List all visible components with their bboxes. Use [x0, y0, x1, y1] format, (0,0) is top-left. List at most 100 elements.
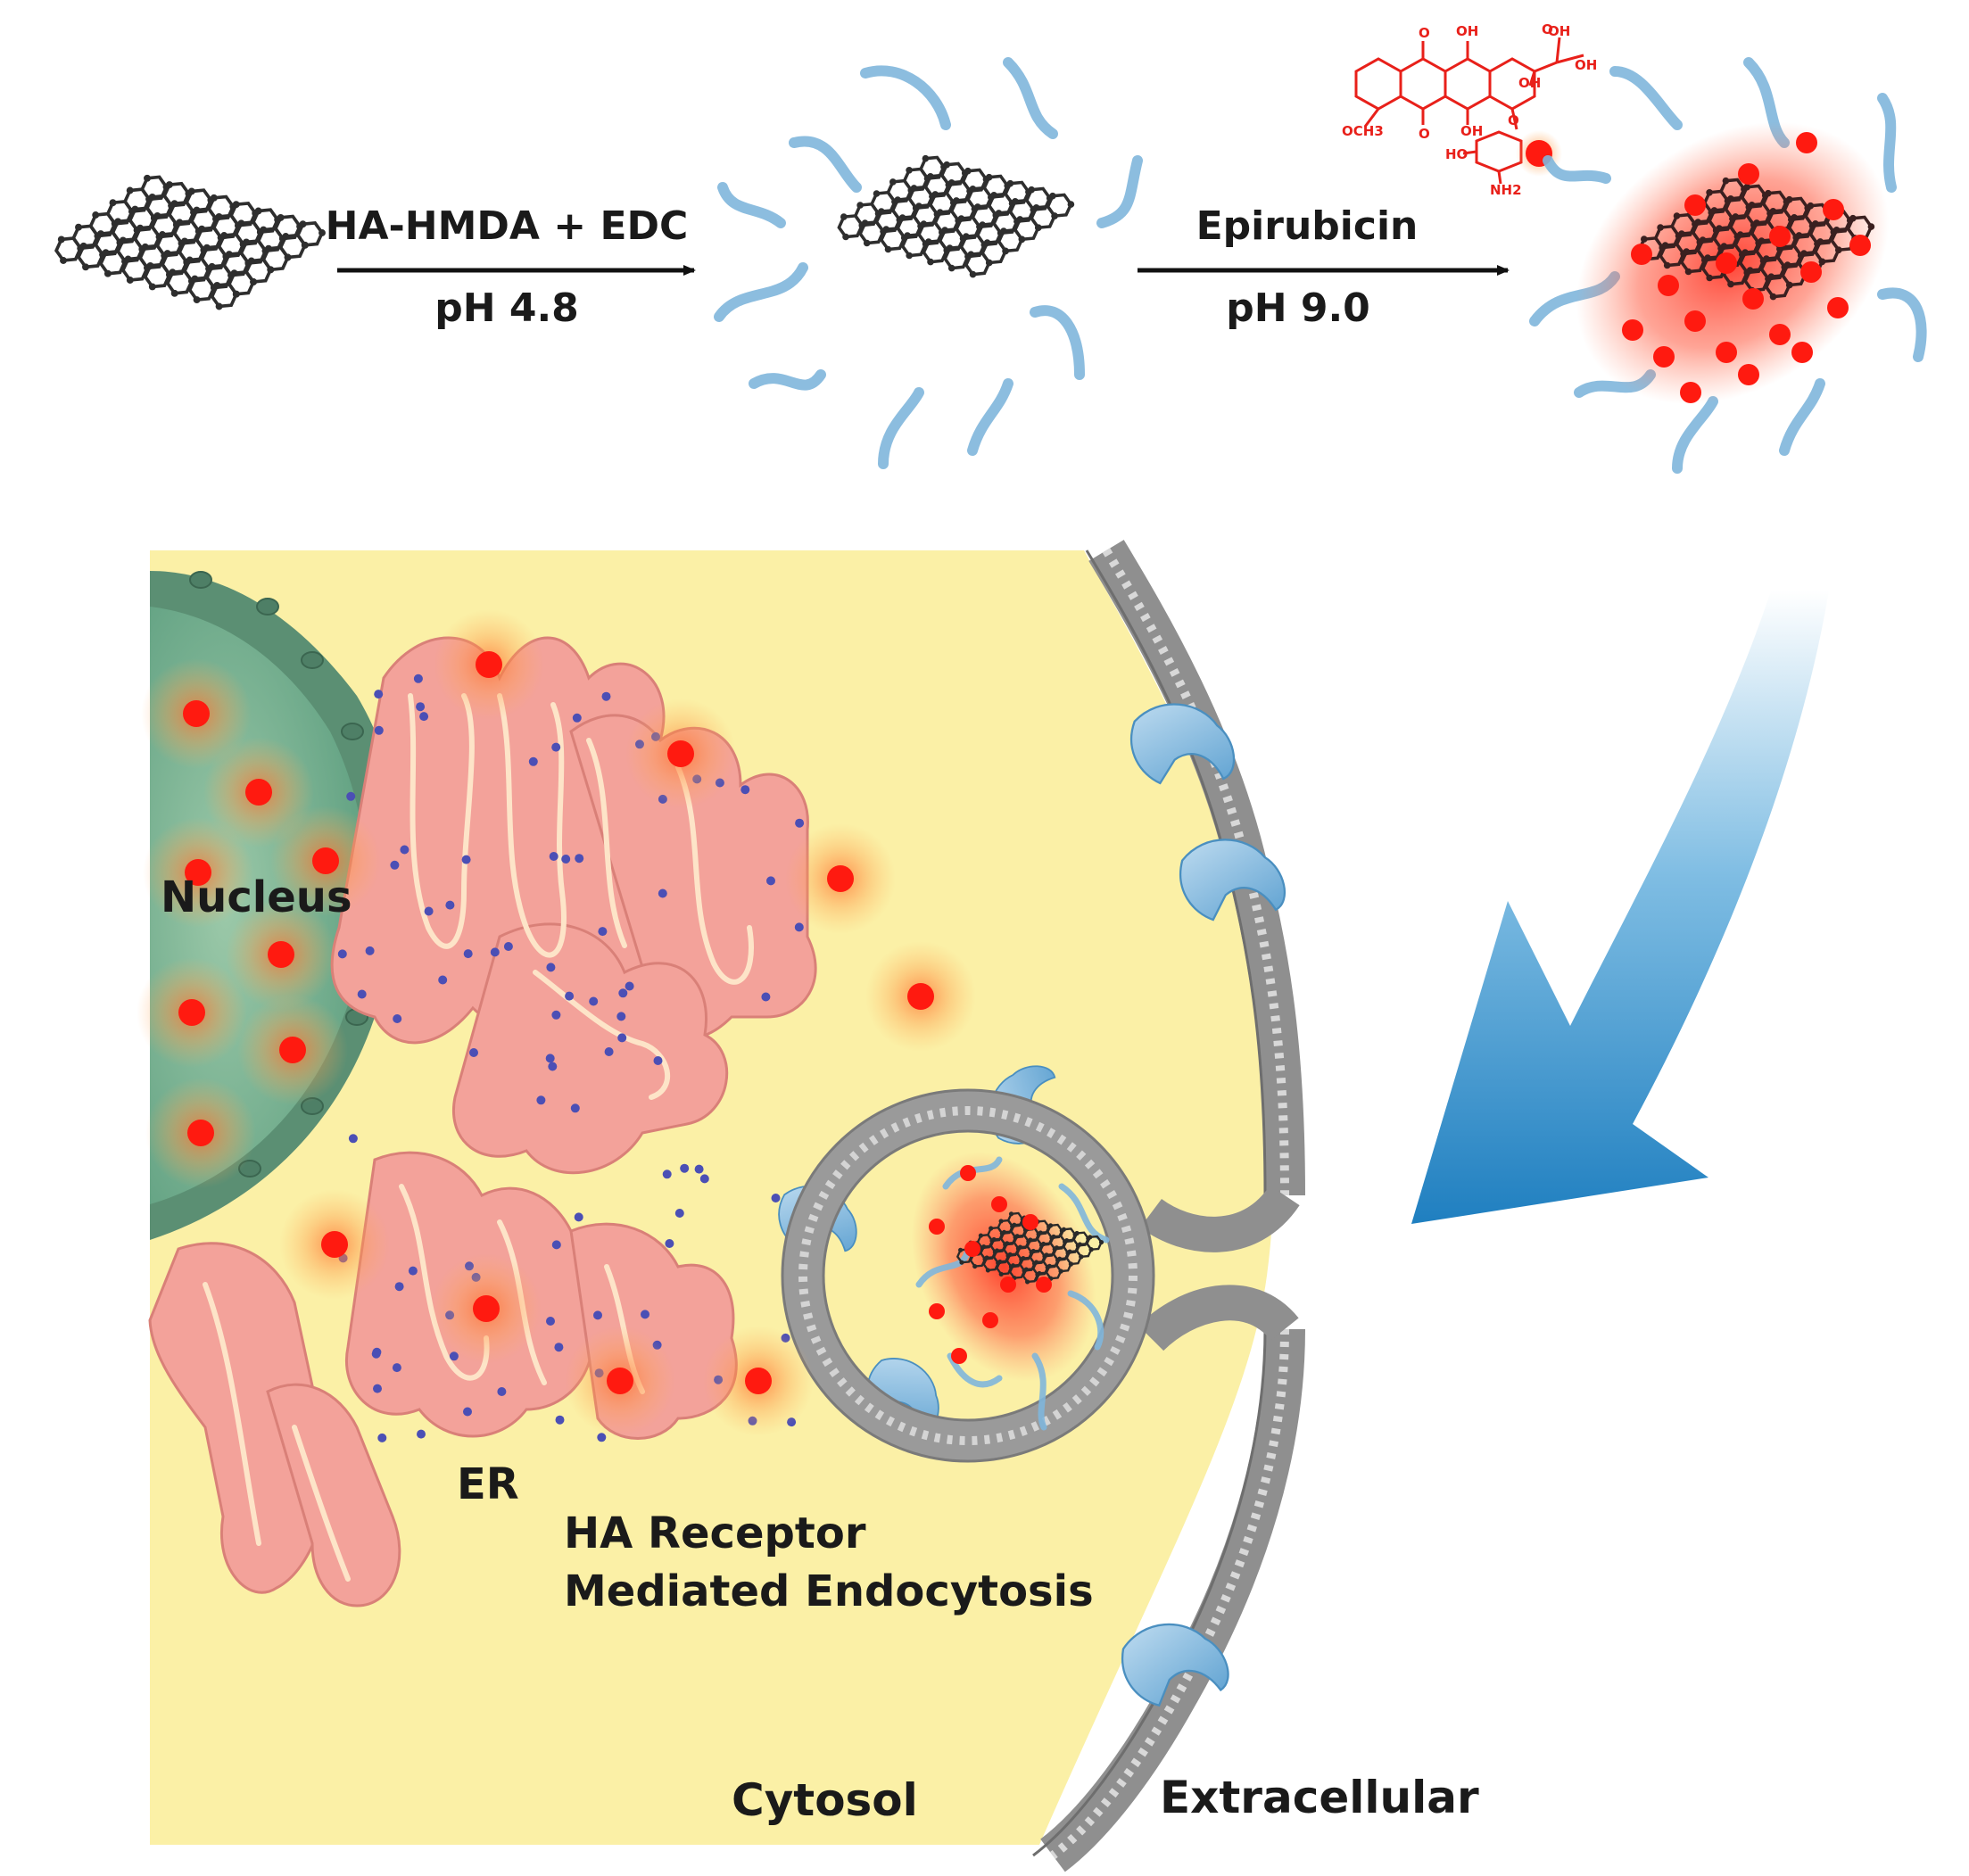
- graphene-ring: [1024, 186, 1052, 211]
- ha-chain: [1067, 1290, 1104, 1351]
- graphene-atom: [958, 1247, 964, 1252]
- ribosome: [561, 855, 571, 864]
- graphene-atom: [1025, 1279, 1030, 1285]
- released-drug-dots: [137, 609, 976, 1436]
- graphene-atom: [1028, 186, 1035, 194]
- graphene-atom: [57, 236, 65, 244]
- graphene-atom: [220, 232, 228, 239]
- drug-dot: [268, 941, 294, 968]
- graphene-atom: [990, 192, 997, 199]
- ha-receptor: [1121, 1623, 1229, 1707]
- graphene-atom: [998, 1271, 1004, 1277]
- graphene-atom: [319, 229, 326, 236]
- reaction-arrow-2: Epirubicin pH 9.0: [1138, 203, 1510, 331]
- graphene-atom: [230, 269, 238, 277]
- graphene-atom: [203, 244, 211, 252]
- graphene-atom: [102, 249, 110, 257]
- graphene-atom: [1763, 255, 1770, 262]
- graphene-atom: [931, 191, 939, 198]
- graphene-atom: [176, 219, 184, 227]
- ribosome: [601, 691, 611, 701]
- atom-label: OH: [1460, 123, 1483, 139]
- graphene-atom: [141, 243, 149, 251]
- graphene-atom: [146, 261, 154, 269]
- graphene-atom: [1661, 242, 1669, 249]
- ha-chain: [1031, 1352, 1047, 1431]
- ribosome: [371, 1349, 381, 1359]
- ha-chain: [1096, 155, 1143, 228]
- graphene-atom: [198, 225, 206, 233]
- graphene-atom: [1035, 224, 1042, 231]
- graphene-ring: [229, 201, 258, 227]
- ribosome: [417, 1429, 426, 1439]
- receptor-body: [1121, 1623, 1229, 1707]
- graphene-atom: [894, 196, 901, 203]
- graphene-atom: [1010, 1263, 1016, 1269]
- graphene-atom: [1736, 231, 1744, 238]
- graphene-atom: [1684, 268, 1692, 276]
- drug-dot: [1827, 297, 1849, 318]
- graphene-atom: [1037, 1270, 1042, 1276]
- step1-condition-label: pH 4.8: [434, 285, 579, 331]
- graphene-atom: [1765, 189, 1772, 197]
- ribosome: [658, 888, 667, 898]
- ribosome: [572, 713, 582, 723]
- graphene-atom: [237, 219, 245, 227]
- ha-chain: [942, 1156, 1003, 1190]
- graphene-atom: [126, 277, 134, 284]
- er-membrane-line: [292, 1425, 351, 1582]
- graphene-atom: [1005, 1241, 1010, 1246]
- graphene-atom: [1769, 293, 1777, 301]
- graphene-atom: [910, 185, 918, 192]
- graphene-atom: [170, 289, 178, 297]
- ribosome: [497, 1387, 507, 1396]
- graphene-atom: [1030, 1248, 1036, 1254]
- epirubicin-structure: [1354, 37, 1584, 185]
- graphene-atom: [1018, 236, 1026, 244]
- graphene-atom: [974, 203, 981, 211]
- ribosome: [618, 988, 628, 998]
- graphene-atom: [1748, 202, 1756, 209]
- drug-dot: [321, 1231, 348, 1258]
- graphene-atom: [1818, 258, 1826, 266]
- graphene-atom: [1023, 1267, 1029, 1272]
- graphene-atom: [1732, 213, 1740, 220]
- drug-dot: [1680, 382, 1701, 403]
- drug-dot: [473, 1295, 500, 1322]
- graphene-atom: [1807, 202, 1815, 210]
- graphene-atom: [1074, 1230, 1080, 1236]
- ribosome: [348, 1134, 358, 1144]
- ribosome: [463, 949, 473, 959]
- graphene-atom: [1741, 249, 1749, 256]
- ribosome: [616, 1012, 626, 1021]
- graphene-atom: [1767, 273, 1775, 281]
- graphene-atom: [103, 269, 112, 277]
- ribosome: [374, 725, 384, 735]
- er-membrane-line: [675, 764, 754, 985]
- graphene-atom: [946, 244, 954, 252]
- ribosome: [565, 991, 575, 1001]
- ribosome: [445, 900, 455, 910]
- graphene-atom: [170, 200, 178, 208]
- graphene-atom: [82, 263, 89, 271]
- graphene-atom: [1006, 179, 1014, 187]
- membrane-invagination: [1138, 1285, 1299, 1351]
- graphene-atom: [1800, 250, 1808, 257]
- ha-chain: [878, 387, 924, 469]
- drug-dot: [1716, 252, 1737, 274]
- graphene-atom: [232, 290, 240, 298]
- graphene-atom: [109, 199, 117, 207]
- ribosome: [740, 785, 750, 795]
- step2-reagent-label: Epirubicin: [1196, 203, 1419, 249]
- ha-chain: [947, 1352, 1003, 1388]
- drug-dot: [1849, 235, 1871, 256]
- drug-dot: [907, 983, 934, 1010]
- ribosome: [373, 1384, 382, 1393]
- ribosome: [593, 1310, 602, 1320]
- ribosome: [551, 1240, 561, 1250]
- graphene-ring: [1059, 1227, 1077, 1244]
- graphene-atom: [1051, 1234, 1056, 1239]
- graphene-atom: [260, 226, 268, 234]
- graphene-atom: [959, 1260, 964, 1265]
